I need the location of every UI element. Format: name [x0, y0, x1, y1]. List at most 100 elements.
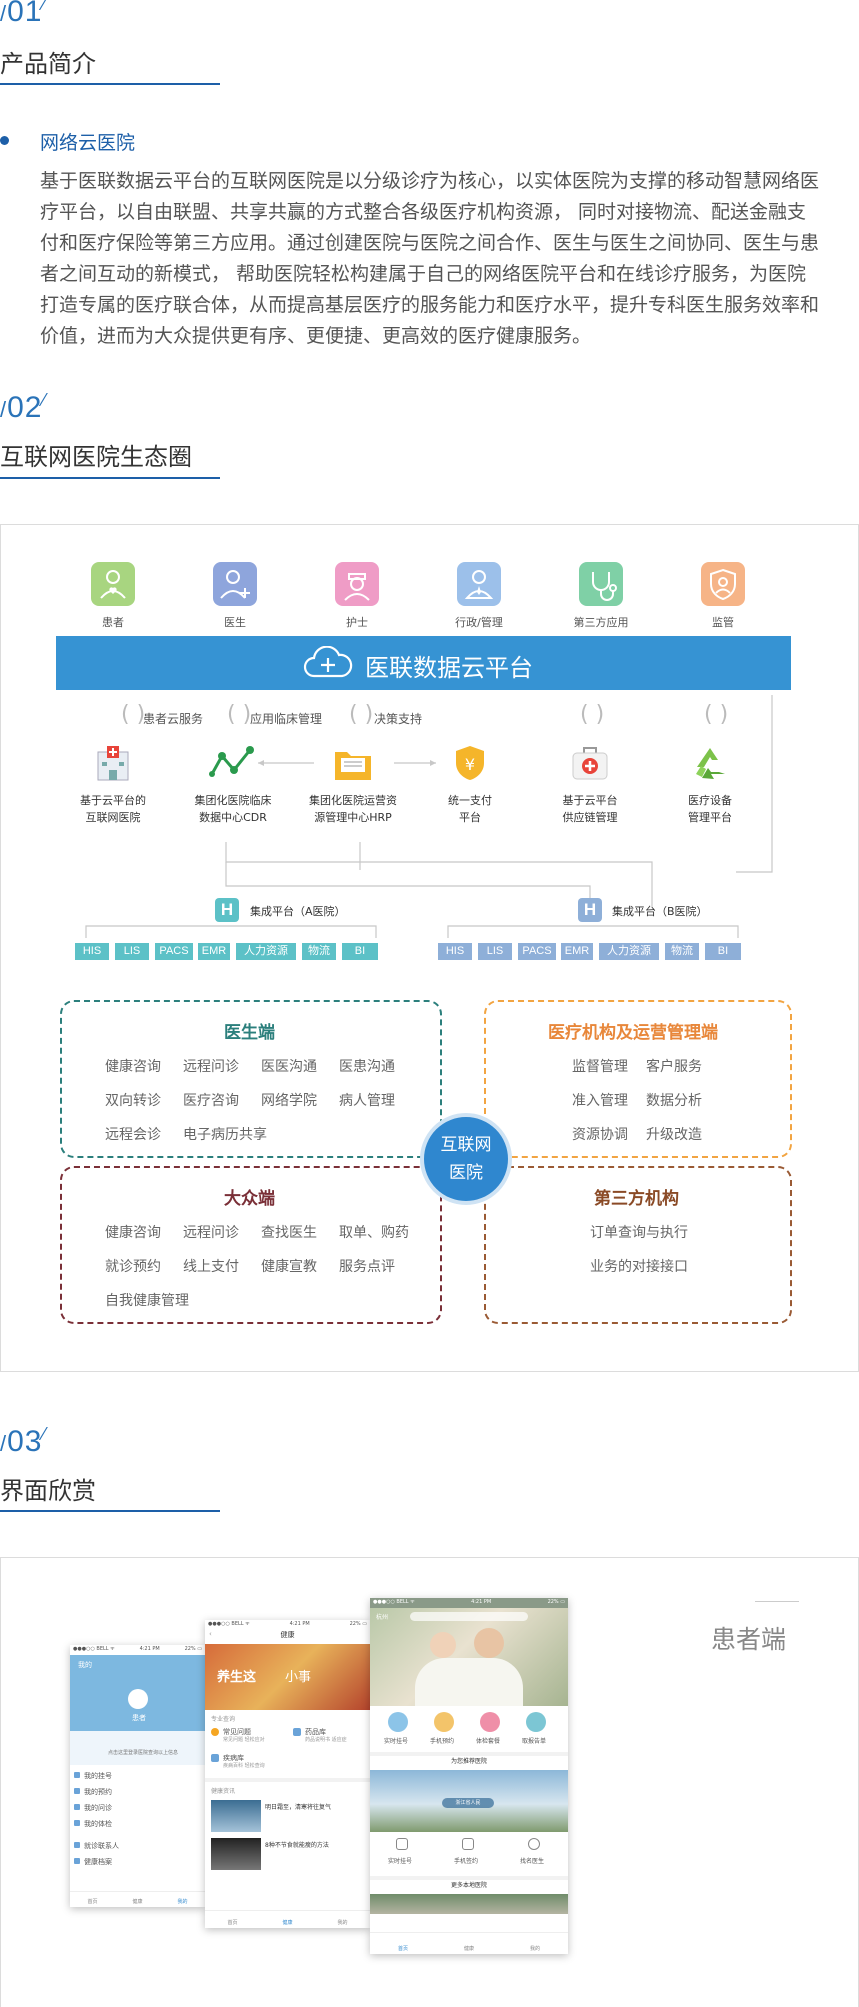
tab-health[interactable]: 健康: [132, 1899, 143, 1905]
banner-title: 养生这: [217, 1670, 257, 1685]
public-panel-title: 大众端: [224, 1189, 275, 1209]
hospital-b-icon: H: [578, 898, 602, 922]
role-label: 第三方应用: [573, 616, 629, 629]
node-label: 互联网医院: [85, 811, 141, 824]
health-content: 专业查询 常见问题 常见问题 轻松应对 药品库 药品说明书 适应症 疾病库 疾病…: [205, 1710, 370, 1880]
tab-home[interactable]: 首页: [227, 1920, 238, 1926]
node-label: 基于云平台的: [80, 794, 146, 807]
status-carrier: ●●●○○ BELL ᯤ: [373, 1599, 415, 1605]
query-disease[interactable]: 疾病库: [223, 1754, 244, 1762]
menu-item[interactable]: 健康档案: [84, 1858, 112, 1866]
cloud-platform-title: 医联数据云平台: [365, 654, 533, 682]
home-banner[interactable]: 杭州: [370, 1608, 568, 1706]
institution-panel: 医疗机构及运营管理端 监督管理 客户服务 准入管理 数据分析 资源协调 升级改造: [484, 1000, 792, 1158]
doctor-item: 医患沟通: [339, 1059, 395, 1075]
tag-logistics: 物流: [665, 943, 699, 960]
menu-item[interactable]: 就诊联系人: [84, 1842, 119, 1850]
doctor-item: 网络学院: [261, 1093, 317, 1109]
internet-hospital-circle: 互联网 医院: [420, 1113, 512, 1205]
account-label: 患者: [132, 1714, 146, 1722]
action-label[interactable]: 找名医生: [520, 1858, 545, 1865]
role-third-party: 第三方应用: [551, 562, 651, 630]
tag-his: HIS: [75, 943, 109, 960]
node-label: 医疗设备: [688, 794, 732, 807]
public-item: 健康咨询: [105, 1225, 161, 1241]
tag-his: HIS: [438, 943, 472, 960]
tab-my[interactable]: 我的: [337, 1920, 348, 1926]
action-label[interactable]: 体检套餐: [476, 1738, 501, 1745]
news-title[interactable]: 8种不节食就能瘦的方法: [265, 1842, 329, 1849]
doctor-item: 医医沟通: [261, 1059, 317, 1075]
bullet-dot: [0, 136, 9, 145]
node-label: 源管理中心HRP: [314, 811, 392, 824]
city-selector[interactable]: 杭州: [376, 1614, 389, 1621]
checkup-icon: [480, 1712, 500, 1732]
banner-title-2: 小事: [285, 1670, 312, 1685]
section-title-ecosystem: 互联网医院生态圈: [0, 443, 192, 471]
health-banner[interactable]: 养生这 小事: [205, 1644, 370, 1710]
role-label: 护士: [346, 616, 368, 629]
center-label: 医院: [449, 1163, 483, 1183]
action-label[interactable]: 实时挂号: [388, 1858, 413, 1865]
query-faq[interactable]: 常见问题: [223, 1728, 251, 1736]
hospital-card[interactable]: 浙江省人民: [370, 1770, 568, 1832]
action-label[interactable]: 实时挂号: [384, 1738, 409, 1745]
action-label[interactable]: 取报告单: [522, 1738, 547, 1745]
quick-actions: 实时挂号 手机预约 体检套餐 取报告单: [370, 1706, 568, 1752]
query-drugs[interactable]: 药品库: [305, 1728, 326, 1736]
tag-lis: LIS: [115, 943, 149, 960]
menu-item[interactable]: 我的挂号: [84, 1772, 112, 1780]
tag-logistics: 物流: [302, 943, 336, 960]
intro-line: 付和医疗保险等第三方应用。通过创建医院与医院之间合作、医生与医生之间协同、医生与…: [40, 232, 820, 254]
patient-app-label: 患者端: [711, 1625, 787, 1654]
connector-bracket: ( ): [580, 702, 605, 727]
doctor-item: 健康咨询: [105, 1059, 161, 1075]
doctor-icon: [213, 562, 257, 606]
intro-line: 打造专属的医疗联合体，从而提高基层医疗的服务能力和医疗水平，提升专科医生服务效率…: [40, 294, 820, 316]
action-label[interactable]: 手机预约: [430, 1738, 455, 1745]
hospital-actions: 实时挂号 手机签约 找名医生: [370, 1832, 568, 1876]
tab-health[interactable]: 健康: [463, 1946, 474, 1952]
news-title[interactable]: 明日霜至，清寒将往复气: [265, 1804, 332, 1811]
tab-my[interactable]: 我的: [177, 1899, 188, 1905]
back-icon[interactable]: ‹: [209, 1630, 212, 1638]
connector-bracket: ( ): [227, 702, 252, 727]
nurse-icon: [335, 562, 379, 606]
tab-my[interactable]: 我的: [529, 1946, 540, 1952]
tab-health[interactable]: 健康: [282, 1920, 293, 1926]
institution-item: 升级改造: [646, 1127, 702, 1143]
more-hospitals[interactable]: 更多本地医院: [450, 1882, 487, 1889]
menu-item[interactable]: 我的体检: [84, 1820, 112, 1828]
doctor-item: 病人管理: [339, 1093, 395, 1109]
tab-bar: 首页 健康 我的: [205, 1910, 370, 1928]
role-label: 医生: [224, 616, 246, 629]
menu-item[interactable]: 我的问诊: [84, 1804, 112, 1812]
tag-emr: EMR: [561, 943, 593, 960]
tag-hr: 人力资源: [599, 943, 659, 960]
tag-lis: LIS: [478, 943, 512, 960]
line-chart-icon: [209, 746, 254, 777]
menu-item[interactable]: 我的预约: [84, 1788, 112, 1796]
tag-bi: BI: [705, 943, 741, 960]
tag-emr: EMR: [198, 943, 230, 960]
status-time: 4:21 PM: [471, 1599, 492, 1605]
tab-home[interactable]: 首页: [397, 1946, 408, 1952]
status-carrier: ●●●○○ BELL ᯤ: [73, 1646, 115, 1652]
third-party-panel-title: 第三方机构: [594, 1189, 679, 1209]
search-input[interactable]: [410, 1612, 528, 1621]
login-notice: 点击这里登录医院查询以上信息: [108, 1750, 179, 1756]
tab-bar: 首页 健康 我的: [370, 1932, 568, 1954]
connector-bracket: ( ): [349, 702, 374, 727]
doctor-item: 远程问诊: [183, 1059, 239, 1075]
avatar[interactable]: [128, 1689, 148, 1709]
tab-home[interactable]: 首页: [87, 1899, 98, 1905]
node-label: 数据中心CDR: [199, 811, 267, 824]
connector-label: 应用临床管理: [250, 712, 323, 726]
action-label[interactable]: 手机签约: [454, 1858, 479, 1865]
status-time: 4:21 PM: [289, 1621, 310, 1627]
section-underline: [0, 477, 220, 479]
institution-item: 资源协调: [572, 1127, 628, 1143]
institution-panel-title: 医疗机构及运营管理端: [548, 1023, 718, 1043]
hospital-photo: [370, 1894, 568, 1914]
